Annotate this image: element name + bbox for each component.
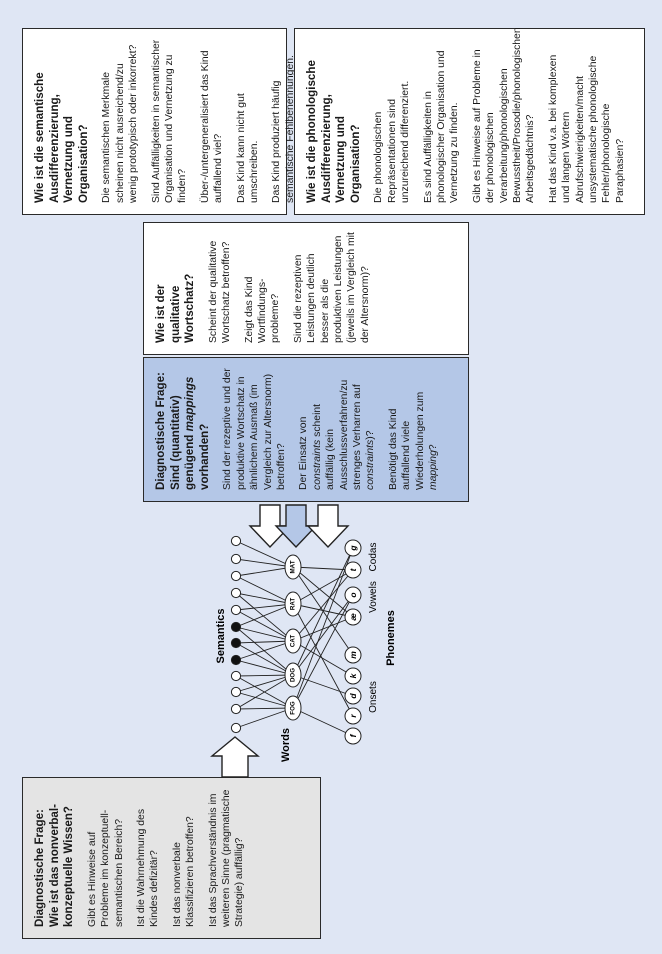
coda-node — [344, 561, 362, 579]
network-link — [292, 594, 354, 709]
codas-label: Codas — [368, 543, 379, 572]
vowel-node — [344, 608, 362, 626]
arrow-down-to-phonemes — [306, 504, 350, 549]
onset-node-label: r — [348, 714, 358, 718]
network-link — [235, 640, 294, 661]
network-link — [235, 674, 294, 677]
word-node — [284, 554, 302, 580]
phonological-differentiation-box: Wie ist die phonologische Ausdifferenzie… — [294, 27, 645, 215]
network-link — [292, 594, 354, 676]
semantic-feature-node — [230, 703, 242, 715]
onset-node — [344, 727, 362, 745]
semantic-feature-node — [230, 722, 242, 734]
semantic-feature-node — [230, 553, 242, 565]
phonemes-label: Phonemes — [385, 610, 397, 666]
semantic-feature-node — [230, 654, 242, 666]
onset-node-label: k — [348, 672, 358, 678]
words-label: Words — [280, 728, 292, 762]
word-node — [284, 628, 302, 654]
network-link — [292, 640, 354, 677]
word-node-label: DOG — [290, 668, 297, 682]
conceptual-knowledge-box: Diagnostische Frage: Wie ist das nonverb… — [22, 777, 321, 939]
word-node-label: FOG — [290, 701, 297, 715]
semantic-feature-node — [230, 621, 242, 633]
word-node — [284, 662, 302, 688]
network-link — [235, 603, 294, 611]
network-link — [235, 592, 294, 642]
coda-node-label: g — [348, 545, 358, 552]
network-link — [292, 707, 354, 737]
vowel-node — [344, 586, 362, 604]
semantic-feature-node — [230, 570, 242, 582]
network-link — [235, 674, 294, 693]
onset-node — [344, 707, 362, 725]
network-link — [292, 569, 354, 605]
network-link — [235, 609, 294, 642]
word-node — [284, 591, 302, 617]
network-link — [235, 592, 294, 605]
word-node — [284, 695, 302, 721]
network-link — [292, 603, 354, 717]
network-link — [235, 642, 294, 676]
semantics-label: Semantics — [215, 608, 227, 663]
onset-node — [344, 646, 362, 664]
network-link — [235, 640, 294, 644]
network-link — [235, 575, 294, 605]
semantic-feature-node — [230, 604, 242, 616]
network-link — [235, 540, 294, 568]
network-link — [235, 626, 294, 642]
network-link — [235, 558, 294, 568]
network-link — [235, 707, 294, 729]
network-link — [292, 616, 354, 642]
arrow-up-to-semantics — [210, 736, 260, 778]
network-link — [235, 603, 294, 628]
network-link — [292, 547, 354, 709]
network-link — [292, 674, 354, 697]
word-node-label: RAT — [290, 598, 297, 610]
semantic-feature-node — [230, 587, 242, 599]
onset-node-label: d — [348, 693, 358, 699]
vowel-node-label: æ — [348, 613, 358, 621]
network-link — [292, 566, 354, 571]
word-node-label: MAT — [290, 560, 297, 573]
network-link — [235, 566, 294, 577]
qualitative-vocabulary-box: Wie ist der qualitative Wortschatz? Sche… — [143, 222, 469, 355]
network-link — [235, 659, 294, 676]
coda-node-label: t — [348, 567, 358, 571]
word-node-label: CAT — [290, 635, 297, 647]
semantic-differentiation-box: Wie ist die semantische Ausdifferenzieru… — [22, 28, 296, 215]
vowels-label: Vowels — [368, 581, 379, 613]
quantitative-mappings-box: Diagnostische Frage: Sind (quantitativ) … — [143, 357, 469, 502]
onset-node-label: m — [348, 651, 358, 659]
semantic-feature-node — [230, 637, 242, 649]
onset-node — [344, 667, 362, 685]
arrow-down-to-semantics — [248, 504, 292, 549]
network-link — [292, 566, 354, 656]
network-link — [292, 569, 354, 642]
onset-node-label: f — [348, 733, 358, 737]
semantic-feature-node — [230, 670, 242, 682]
network-link — [235, 626, 294, 676]
arrow-down-to-words — [274, 504, 318, 549]
network-link — [292, 566, 354, 618]
onsets-label: Onsets — [368, 681, 379, 713]
network-link — [235, 691, 294, 709]
network-link — [235, 707, 294, 710]
semantic-feature-node — [230, 535, 242, 547]
coda-node — [344, 539, 362, 557]
vowel-node-label: o — [348, 592, 358, 597]
onset-node — [344, 687, 362, 705]
semantic-feature-node — [230, 686, 242, 698]
network-link — [235, 674, 294, 710]
